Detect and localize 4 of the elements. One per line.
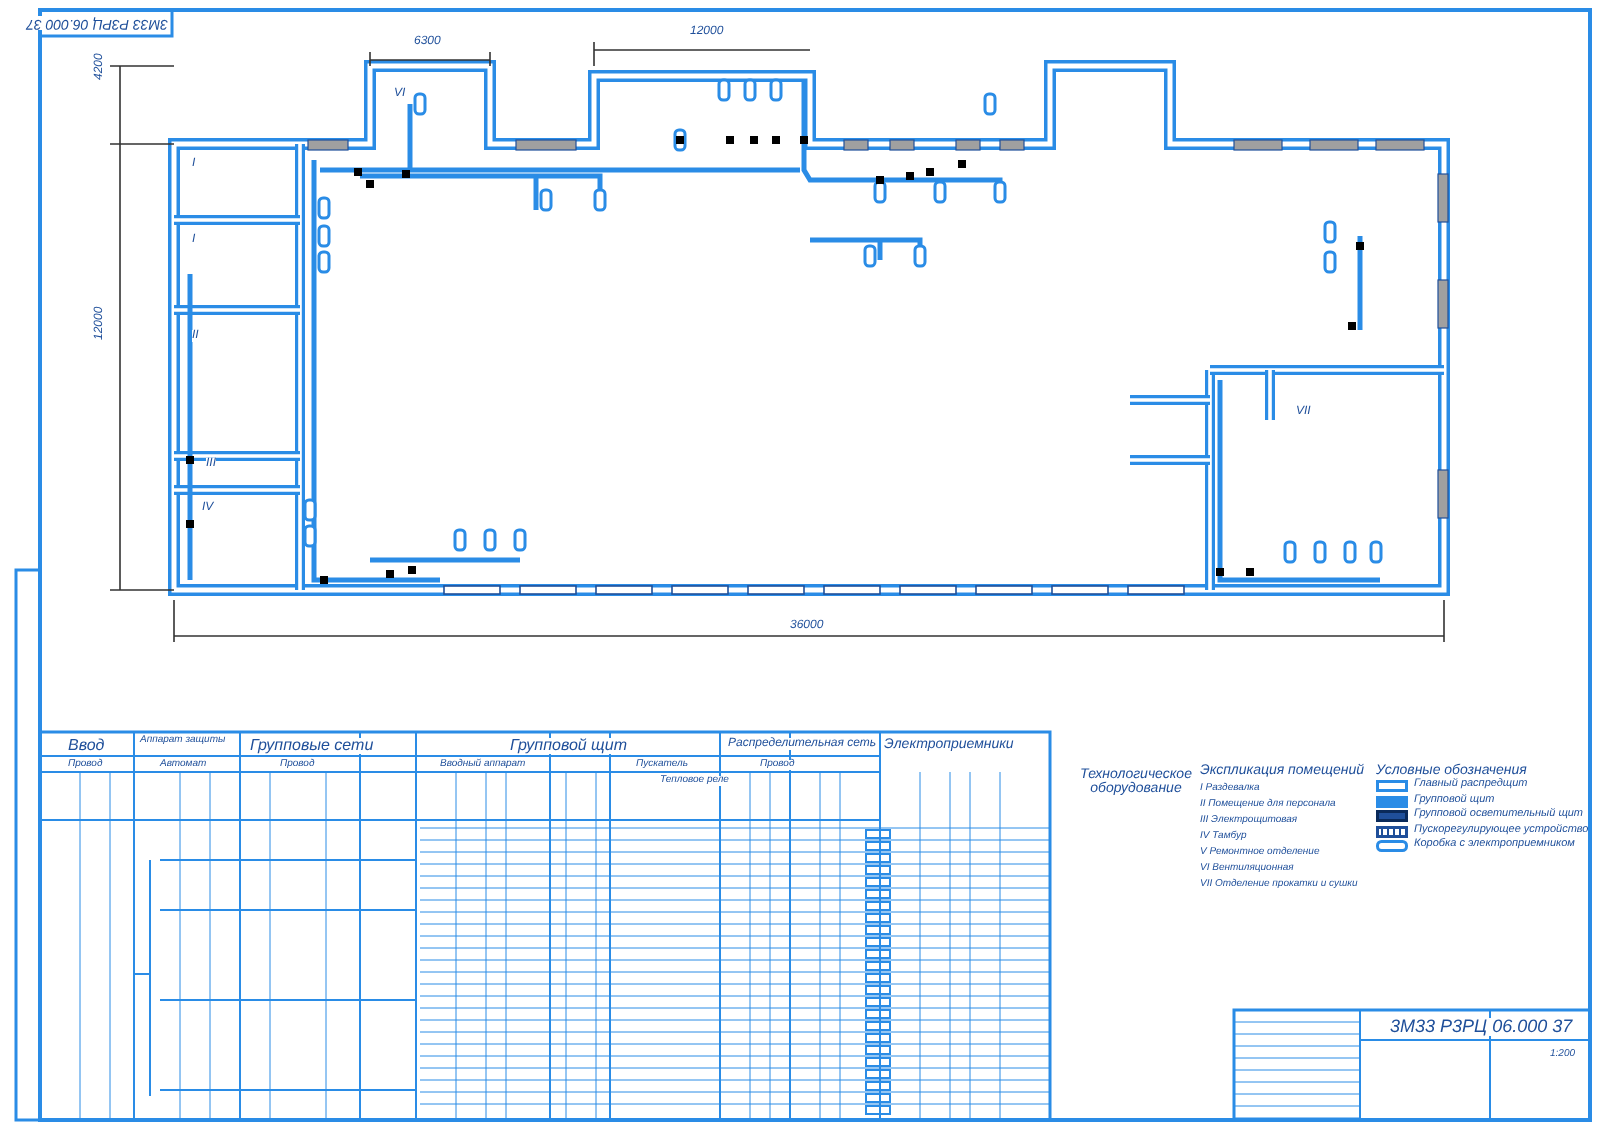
table-header: Ввод: [68, 738, 105, 754]
table-header: Групповые сети: [250, 738, 374, 754]
title-block-text: 3М33 Р3РЦ 06.000 37: [1390, 1018, 1573, 1036]
table-header: Групповой щит: [510, 738, 627, 754]
